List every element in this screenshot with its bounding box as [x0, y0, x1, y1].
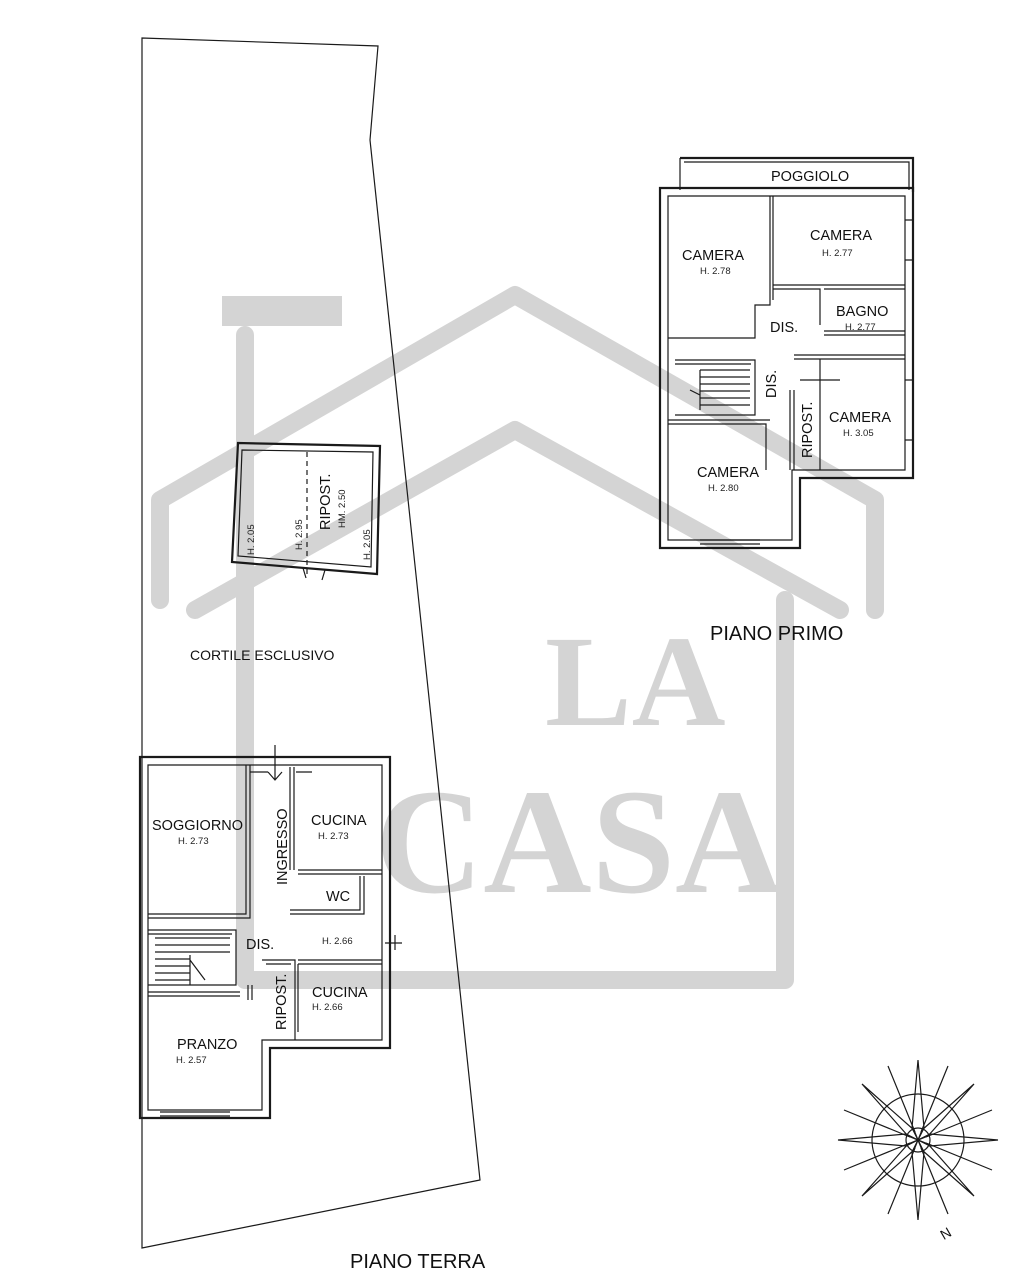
watermark-la: LA — [545, 610, 726, 754]
gf-ripost-name: RIPOST. — [274, 974, 290, 1030]
first-floor-plan: POGGIOLO CAMERA H. 2.78 CAMERA H. 2.77 B… — [658, 156, 915, 550]
watermark-casa: CASA — [375, 759, 783, 925]
ff-ripost-name: RIPOST. — [800, 402, 816, 458]
ff-camera4-name: CAMERA — [697, 465, 759, 481]
ff-camera2-height: H. 2.77 — [822, 248, 853, 259]
ff-camera1-height: H. 2.78 — [700, 266, 731, 277]
ground-floor-title: PIANO TERRA — [350, 1251, 486, 1273]
gf-cucina2-name: CUCINA — [312, 985, 368, 1001]
courtyard-boundary — [141, 37, 481, 1249]
ff-dis2-name: DIS. — [764, 370, 780, 398]
storage-name: RIPOST. — [318, 474, 334, 530]
ground-floor-plan: SOGGIORNO H. 2.73 INGRESSO CUCINA H. 2.7… — [138, 745, 402, 1120]
storage-building: RIPOST. HM. 2.50 H. 2.05 H. 2.95 H. 2.05 — [230, 441, 382, 581]
ff-camera3-height: H. 3.05 — [843, 428, 874, 439]
gf-dis-height: H. 2.66 — [322, 936, 353, 947]
ff-poggiolo-name: POGGIOLO — [771, 169, 849, 185]
ff-camera2-name: CAMERA — [810, 228, 872, 244]
compass-north: N — [937, 1224, 954, 1243]
storage-h-mid: H. 2.95 — [294, 519, 305, 550]
gf-cucina2-height: H. 2.66 — [312, 1002, 343, 1013]
ff-camera3-name: CAMERA — [829, 410, 891, 426]
ff-bagno-name: BAGNO — [836, 304, 888, 320]
storage-h-left: H. 2.05 — [246, 524, 257, 555]
gf-ingresso-name: INGRESSO — [275, 808, 291, 885]
gf-cucina1-name: CUCINA — [311, 813, 367, 829]
ff-bagno-height: H. 2.77 — [845, 322, 876, 333]
gf-pranzo-height: H. 2.57 — [176, 1055, 207, 1066]
gf-cucina1-height: H. 2.73 — [318, 831, 349, 842]
ff-camera4-height: H. 2.80 — [708, 483, 739, 494]
gf-soggiorno-name: SOGGIORNO — [152, 818, 243, 834]
storage-height: HM. 2.50 — [337, 489, 348, 528]
first-floor-title: PIANO PRIMO — [710, 623, 843, 645]
ff-camera1-name: CAMERA — [682, 248, 744, 264]
watermark-logo: LA CASA — [151, 286, 884, 989]
compass-rose-icon: N — [837, 1059, 999, 1243]
ff-dis1-name: DIS. — [770, 320, 798, 336]
storage-h-right: H. 2.05 — [362, 529, 373, 560]
gf-soggiorno-height: H. 2.73 — [178, 836, 209, 847]
gf-wc-name: WC — [326, 889, 350, 905]
gf-pranzo-name: PRANZO — [177, 1037, 237, 1053]
courtyard-label: CORTILE ESCLUSIVO — [190, 647, 335, 663]
gf-dis-name: DIS. — [246, 937, 274, 953]
